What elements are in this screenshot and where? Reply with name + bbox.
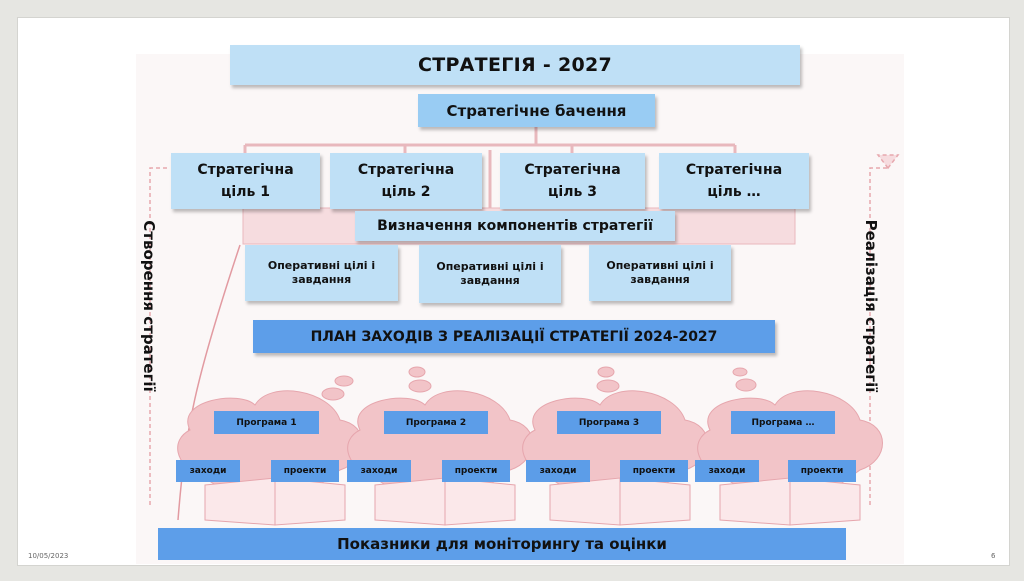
strategy-creation-label: Створення стратегії: [140, 220, 158, 392]
operational-goal-1-line2: завдання: [291, 273, 352, 286]
strategy-title: СТРАТЕГІЯ - 2027: [230, 45, 800, 85]
operational-goal-2-line1: Оперативні цілі і: [436, 260, 544, 273]
operational-goal-3: Оперативні цілі і завдання: [589, 245, 731, 301]
strategic-goal-1-line1: Стратегічна: [197, 162, 294, 178]
program-2-measures: заходи: [347, 460, 411, 482]
slide-page-number: 6: [991, 552, 996, 560]
left-dashed-arrow: [149, 167, 170, 505]
operational-goal-3-line2: завдання: [630, 273, 690, 286]
program-3-projects: проекти: [620, 460, 688, 482]
operational-goal-3-line1: Оперативні цілі і: [606, 259, 714, 272]
program-4-label: Програма …: [731, 411, 835, 434]
strategic-goal-1: Стратегічна ціль 1: [171, 153, 320, 209]
monitoring-indicators-box: Показники для моніторингу та оцінки: [158, 528, 846, 560]
left-curve-arrow: [177, 244, 241, 521]
program-4-projects: проекти: [788, 460, 856, 482]
program-4-measures: заходи: [695, 460, 759, 482]
strategy-implementation-label: Реалізація стратегії: [862, 219, 880, 393]
strategic-goal-2-line2: ціль 2: [381, 184, 431, 200]
strategic-goal-3-line2: ціль 3: [548, 184, 597, 200]
operational-goal-2: Оперативні цілі і завдання: [419, 245, 561, 303]
strategic-goal-4: Стратегічна ціль …: [659, 153, 809, 209]
operational-goal-1: Оперативні цілі і завдання: [245, 245, 398, 301]
program-2-label: Програма 2: [384, 411, 488, 434]
strategic-goal-2: Стратегічна ціль 2: [330, 153, 482, 209]
action-plan-box: ПЛАН ЗАХОДІВ З РЕАЛІЗАЦІЇ СТРАТЕГІЇ 2024…: [253, 320, 775, 353]
strategic-goal-4-line2: ціль …: [707, 184, 761, 200]
program-1-label: Програма 1: [214, 411, 319, 434]
program-1-measures: заходи: [176, 460, 240, 482]
strategic-vision-box: Стратегічне бачення: [418, 94, 655, 127]
right-dashed-arrow: [869, 167, 888, 505]
slide-date: 10/05/2023: [28, 552, 69, 560]
program-2-projects: проекти: [442, 460, 510, 482]
operational-goal-2-line2: завдання: [460, 274, 520, 287]
operational-goal-1-line1: Оперативні цілі і: [267, 259, 376, 272]
strategic-goal-3: Стратегічна ціль 3: [500, 153, 645, 209]
strategic-goal-4-line1: Стратегічна: [685, 162, 783, 178]
program-1-projects: проекти: [271, 460, 339, 482]
program-3-label: Програма 3: [557, 411, 661, 434]
strategy-components-box: Визначення компонентів стратегії: [355, 211, 675, 241]
strategic-goal-1-line2: ціль 1: [221, 184, 270, 200]
strategic-goal-2-line1: Стратегічна: [357, 162, 455, 178]
strategic-goal-3-line1: Стратегічна: [524, 162, 621, 178]
program-3-measures: заходи: [526, 460, 590, 482]
